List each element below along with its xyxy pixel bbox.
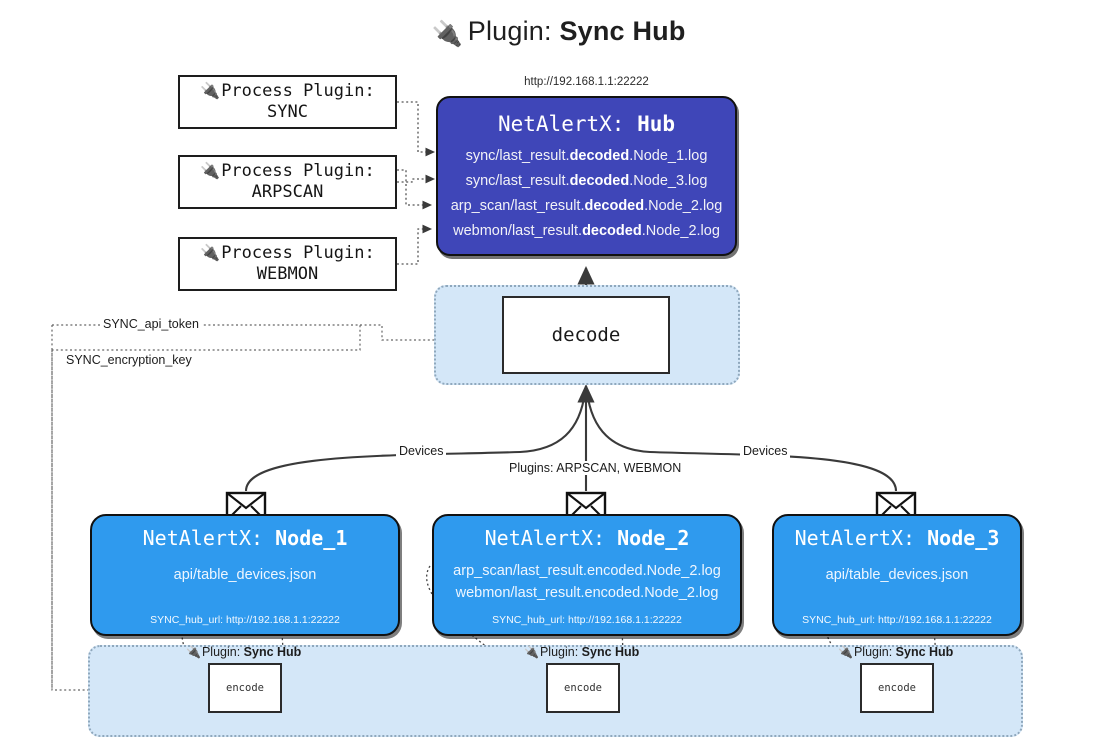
node-line: webmon/last_result.encoded.Node_2.log [455,585,719,602]
plug-icon: 🔌 [431,20,463,48]
label-sync-encryption-key: SYNC_encryption_key [63,353,195,367]
process-plugin-name: SYNC [267,102,308,122]
node-title: NetAlertX: Node_2 [484,526,690,550]
node-box-node-2[interactable]: NetAlertX: Node_2 arp_scan/last_result.e… [432,514,742,636]
node-box-node-3[interactable]: NetAlertX: Node_3 api/table_devices.json… [772,514,1022,636]
label-plugins-mid: Plugins: ARPSCAN, WEBMON [506,461,685,475]
node-footer: SYNC_hub_url: http://192.168.1.1:22222 [492,614,682,626]
encode-box-2[interactable]: encode [546,663,620,713]
process-plugin-name: ARPSCAN [251,182,324,202]
encode-plugin-label-1: 🔌Plugin: Sync Hub [186,645,302,659]
plug-icon: 🔌 [200,81,221,101]
node-title: NetAlertX: Node_3 [794,526,1000,550]
hub-log-row: sync/last_result.decoded.Node_1.log [465,148,708,164]
hub-title: NetAlertX: Hub [497,112,676,136]
plug-icon: 🔌 [838,645,853,659]
process-plugin-line1: 🔌Process Plugin: [200,161,375,182]
process-plugin-sync[interactable]: 🔌Process Plugin: SYNC [178,75,397,129]
label-devices-left: Devices [396,444,447,458]
hub-url-label: http://192.168.1.1:22222 [524,76,649,88]
node-footer: SYNC_hub_url: http://192.168.1.1:22222 [150,614,340,626]
node-line-list: arp_scan/last_result.encoded.Node_2.log … [434,560,740,605]
title-prefix: Plugin: [467,16,552,46]
node-footer: SYNC_hub_url: http://192.168.1.1:22222 [802,614,992,626]
process-plugin-line1: 🔌Process Plugin: [200,243,375,264]
encode-box-3[interactable]: encode [860,663,934,713]
process-plugin-name: WEBMON [256,264,319,284]
plug-icon: 🔌 [200,161,221,181]
node-line: api/table_devices.json [825,567,969,583]
hub-log-list: sync/last_result.decoded.Node_1.log sync… [438,144,735,244]
process-plugin-webmon[interactable]: 🔌Process Plugin: WEBMON [178,237,397,291]
node-box-node-1[interactable]: NetAlertX: Node_1 api/table_devices.json… [90,514,400,636]
node-title: NetAlertX: Node_1 [142,526,348,550]
label-devices-right: Devices [740,444,791,458]
decode-box[interactable]: decode [502,296,670,374]
hub-node[interactable]: NetAlertX: Hub sync/last_result.decoded.… [436,96,737,256]
page-title: 🔌Plugin: Sync Hub [0,16,1117,49]
title-name: Sync Hub [559,16,686,46]
encode-plugin-label-2: 🔌Plugin: Sync Hub [524,645,640,659]
plug-icon: 🔌 [200,243,221,263]
encode-plugin-label-3: 🔌Plugin: Sync Hub [838,645,954,659]
process-plugin-line1: 🔌Process Plugin: [200,81,375,102]
node-line-list: api/table_devices.json [92,564,398,586]
node-line: arp_scan/last_result.encoded.Node_2.log [453,563,721,579]
node-line: api/table_devices.json [173,567,317,583]
encode-box-1[interactable]: encode [208,663,282,713]
hub-log-row: webmon/last_result.decoded.Node_2.log [453,222,720,239]
hub-log-row: sync/last_result.decoded.Node_3.log [465,172,708,189]
plug-icon: 🔌 [186,645,201,659]
process-plugin-arpscan[interactable]: 🔌Process Plugin: ARPSCAN [178,155,397,209]
plug-icon: 🔌 [524,645,539,659]
node-line-list: api/table_devices.json [774,564,1020,586]
hub-log-row: arp_scan/last_result.decoded.Node_2.log [450,197,723,214]
label-sync-api-token: SYNC_api_token [100,317,202,331]
